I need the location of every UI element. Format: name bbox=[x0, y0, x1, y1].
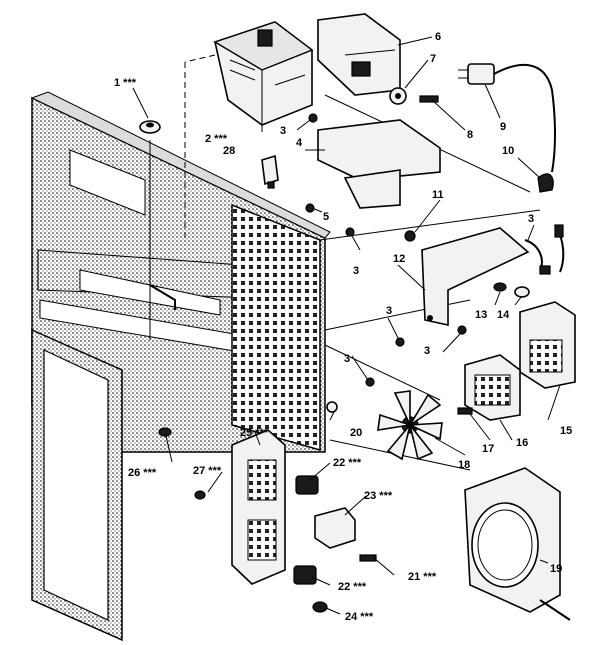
switch-screw bbox=[359, 554, 377, 562]
callout-22b: 22 *** bbox=[338, 581, 367, 593]
fan-blade bbox=[377, 390, 443, 461]
callout-20: 20 bbox=[350, 427, 362, 439]
air-guide bbox=[317, 119, 441, 209]
callout-3a: 3 bbox=[280, 125, 286, 137]
callout-10: 10 bbox=[502, 145, 514, 157]
screw bbox=[419, 95, 439, 103]
callout-4: 4 bbox=[296, 137, 303, 149]
callout-23: 23 *** bbox=[364, 490, 393, 502]
magnetron bbox=[213, 21, 314, 126]
callout-3b: 3 bbox=[353, 265, 359, 277]
callout-24: 24 *** bbox=[345, 611, 374, 623]
mounting-bracket bbox=[421, 227, 530, 326]
waveguide-cover bbox=[317, 13, 401, 96]
callout-1: 1 *** bbox=[114, 77, 137, 89]
fan-duct bbox=[464, 467, 571, 621]
callout-14: 14 bbox=[497, 309, 510, 321]
callout-28: 28 bbox=[223, 145, 235, 157]
callout-16: 16 bbox=[516, 437, 528, 449]
switch-actuator-lower bbox=[293, 565, 317, 585]
callout-25: 25 *** bbox=[240, 427, 269, 439]
callout-6: 6 bbox=[435, 31, 441, 43]
washers bbox=[493, 282, 530, 298]
nut bbox=[312, 601, 328, 613]
callout-3f: 3 bbox=[528, 213, 534, 225]
callout-27: 27 *** bbox=[193, 465, 222, 477]
callout-labels: 1 *** 2 *** 3 3 3 3 3 3 4 5 6 7 8 9 10 1… bbox=[114, 31, 572, 623]
callout-5: 5 bbox=[323, 211, 329, 223]
interlock-switch bbox=[314, 507, 356, 549]
screws bbox=[305, 113, 467, 413]
thermal-protector bbox=[261, 154, 279, 189]
callout-3e: 3 bbox=[344, 353, 350, 365]
shaft-screw bbox=[457, 407, 473, 415]
fan-motor bbox=[464, 354, 521, 421]
thermal-cutout bbox=[389, 87, 407, 105]
callout-9: 9 bbox=[500, 121, 506, 133]
latch-screw bbox=[158, 427, 172, 437]
grommet bbox=[139, 120, 161, 134]
callout-3c: 3 bbox=[386, 305, 392, 317]
cord-connector bbox=[537, 173, 554, 193]
switch-bracket bbox=[231, 429, 286, 585]
callout-8: 8 bbox=[467, 129, 473, 141]
wire-harness bbox=[524, 224, 565, 275]
callout-11: 11 bbox=[432, 189, 444, 201]
vent-grille-panel bbox=[231, 203, 321, 451]
power-cord bbox=[458, 63, 556, 173]
callout-12: 12 bbox=[393, 253, 405, 265]
fan-motor-bracket bbox=[519, 301, 576, 389]
leader-lines bbox=[132, 36, 561, 615]
callout-26: 26 *** bbox=[128, 467, 157, 479]
switch-actuator-upper bbox=[295, 475, 319, 495]
callout-15: 15 bbox=[560, 425, 572, 437]
bracket-screw bbox=[194, 490, 206, 500]
callout-21: 21 *** bbox=[408, 571, 437, 583]
callout-22a: 22 *** bbox=[333, 457, 362, 469]
callout-2: 2 *** bbox=[205, 133, 228, 145]
callout-3d: 3 bbox=[424, 345, 430, 357]
callout-17: 17 bbox=[482, 443, 494, 455]
callout-7: 7 bbox=[430, 53, 436, 65]
callout-19: 19 bbox=[550, 563, 562, 575]
callout-18: 18 bbox=[458, 459, 470, 471]
callout-13: 13 bbox=[475, 309, 487, 321]
